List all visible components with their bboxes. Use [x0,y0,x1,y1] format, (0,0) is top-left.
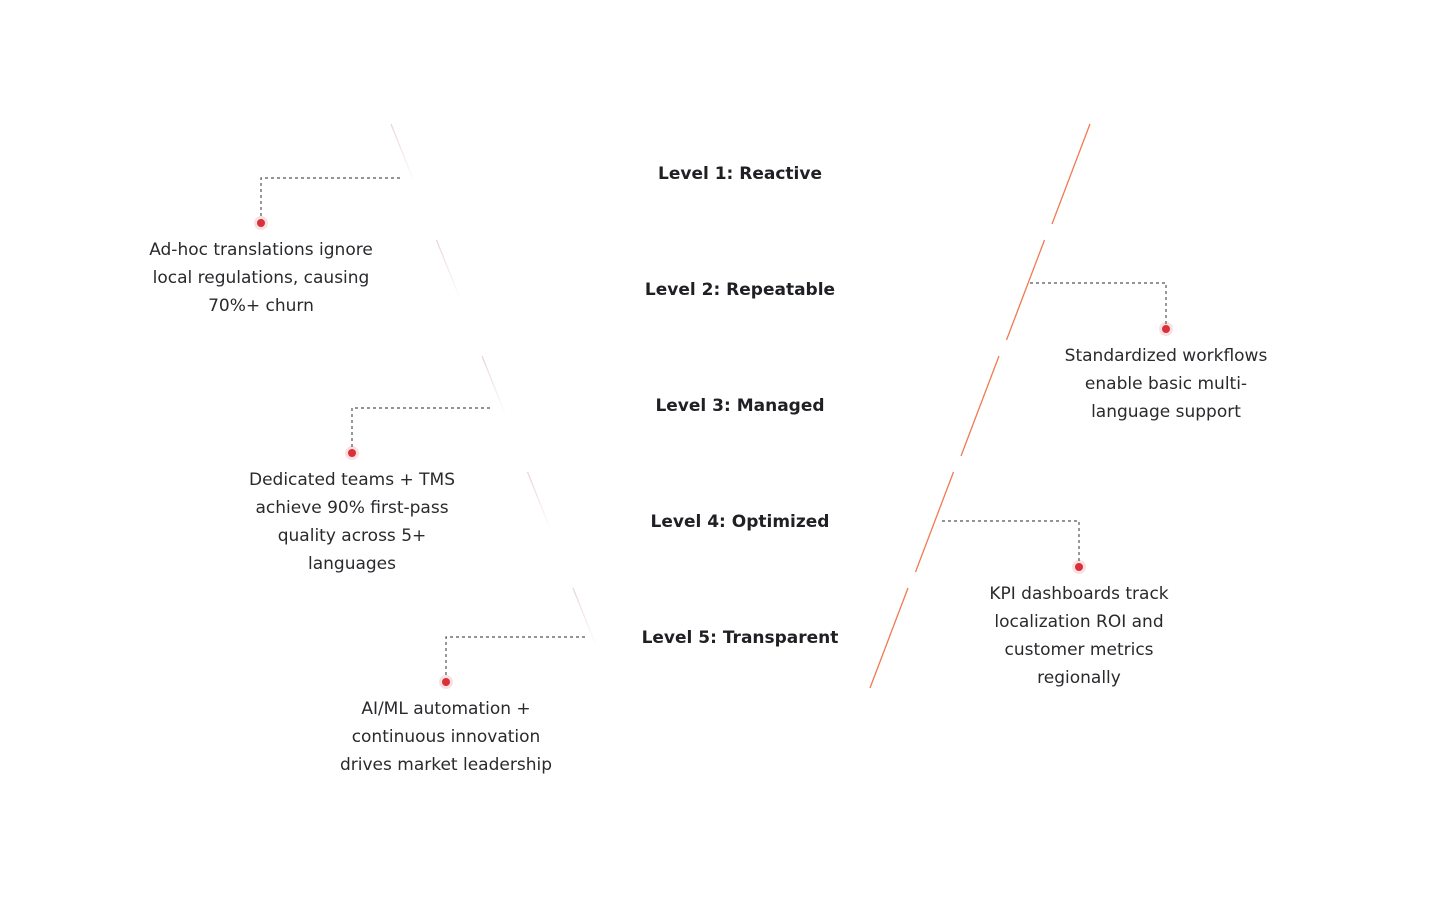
level-label: Level 2: Repeatable [644,280,836,300]
level-note: Dedicated teams + TMS achieve 90% first-… [248,470,455,574]
level-right-edge [869,587,909,689]
level-label: Level 3: Managed [655,396,825,416]
connector-dot [257,219,265,227]
connector-dot [1162,325,1170,333]
level-left-edge [390,123,432,225]
connector-dot [1075,563,1083,571]
level-right-edge [1005,239,1046,341]
level-left-edge [526,471,569,573]
connector-line [942,520,1080,567]
level-note: AI/ML automation + continuous innovation… [339,699,552,775]
connector-dot [442,678,450,686]
level-right-edge [960,355,1000,457]
level-label: Level 4: Optimized [650,512,830,532]
level-note: KPI dashboards track localization ROI an… [989,584,1169,688]
connector-line [1030,282,1167,329]
level-left-edge [481,355,523,457]
level-left-edge [435,239,478,341]
level-label: Level 5: Transparent [641,628,839,648]
connector-line [351,407,490,453]
level-right-edge [914,471,955,573]
connector-line [260,177,400,223]
level-note: Standardized workflows enable basic mult… [1064,346,1268,422]
connector-line [445,636,585,682]
connector-dot [348,449,356,457]
level-note: Ad-hoc translations ignore local regulat… [149,240,373,316]
level-label: Level 1: Reactive [658,164,822,184]
level-right-edge [1051,123,1091,225]
level-left-edge [572,587,614,689]
